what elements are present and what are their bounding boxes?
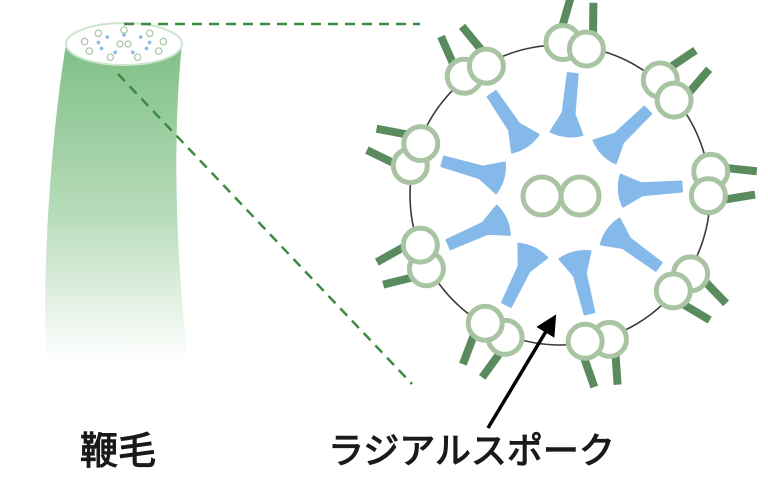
dynein-arm <box>458 23 485 53</box>
radial-spoke-label: ラジアルスポーク <box>328 431 615 472</box>
mini-spoke <box>147 40 152 45</box>
mini-doublet <box>85 47 94 55</box>
central-tubule <box>520 174 564 218</box>
radial-spoke <box>445 204 511 251</box>
pointer-arrow <box>486 314 557 429</box>
flagellum-body <box>45 44 189 360</box>
mini-spoke <box>131 50 135 55</box>
mini-cross-section <box>80 26 168 61</box>
doublet-tubule <box>688 176 728 216</box>
axoneme-cross-section <box>365 0 758 389</box>
mini-doublet <box>159 37 168 46</box>
radial-spoke <box>440 155 506 195</box>
mini-central-tubule <box>116 40 124 48</box>
mini-spoke <box>144 46 149 51</box>
mini-doublet <box>94 29 103 38</box>
dynein-arm <box>375 124 408 139</box>
mini-spoke <box>138 35 143 39</box>
mini-doublet <box>106 53 115 61</box>
zoom-line-bottom <box>117 73 413 385</box>
dynein-arm <box>459 333 478 366</box>
radial-spoke <box>558 249 596 316</box>
radial-spoke <box>592 105 653 165</box>
radial-spoke <box>486 90 540 154</box>
mini-spoke <box>122 33 126 37</box>
mini-spoke <box>113 50 117 55</box>
doublet-tubule <box>465 303 505 343</box>
radial-spoke <box>549 72 584 138</box>
doublet-tubule <box>566 29 606 69</box>
radial-spoke <box>501 242 549 308</box>
doublet-tubule <box>653 271 693 311</box>
mini-doublet <box>120 26 128 34</box>
dynein-arm <box>374 243 406 266</box>
radial-spokes <box>440 72 684 316</box>
central-pair <box>520 174 602 218</box>
dynein-arm <box>580 356 599 389</box>
mini-spoke <box>105 35 110 39</box>
dynein-arm <box>724 190 756 204</box>
mini-doublet <box>154 47 163 55</box>
mini-spoke <box>96 40 101 45</box>
doublet-tubule <box>401 124 441 164</box>
outer-doublets <box>390 22 731 361</box>
mini-doublet <box>133 53 142 61</box>
doublet-tubule <box>565 321 605 361</box>
doublet-tubule <box>400 225 440 265</box>
central-tubule <box>558 174 602 218</box>
doublet-tubule <box>654 80 694 120</box>
radial-spoke <box>617 173 684 208</box>
radial-spoke <box>599 217 663 272</box>
flagellum-label: 鞭毛 <box>80 429 157 473</box>
dynein-arm <box>681 300 712 324</box>
mini-spoke <box>99 46 104 51</box>
mini-doublet <box>80 37 89 46</box>
mini-doublet <box>145 29 154 38</box>
doublet-tubule <box>466 46 506 86</box>
mini-central-tubule <box>124 40 132 48</box>
dynein-arm <box>686 66 713 96</box>
